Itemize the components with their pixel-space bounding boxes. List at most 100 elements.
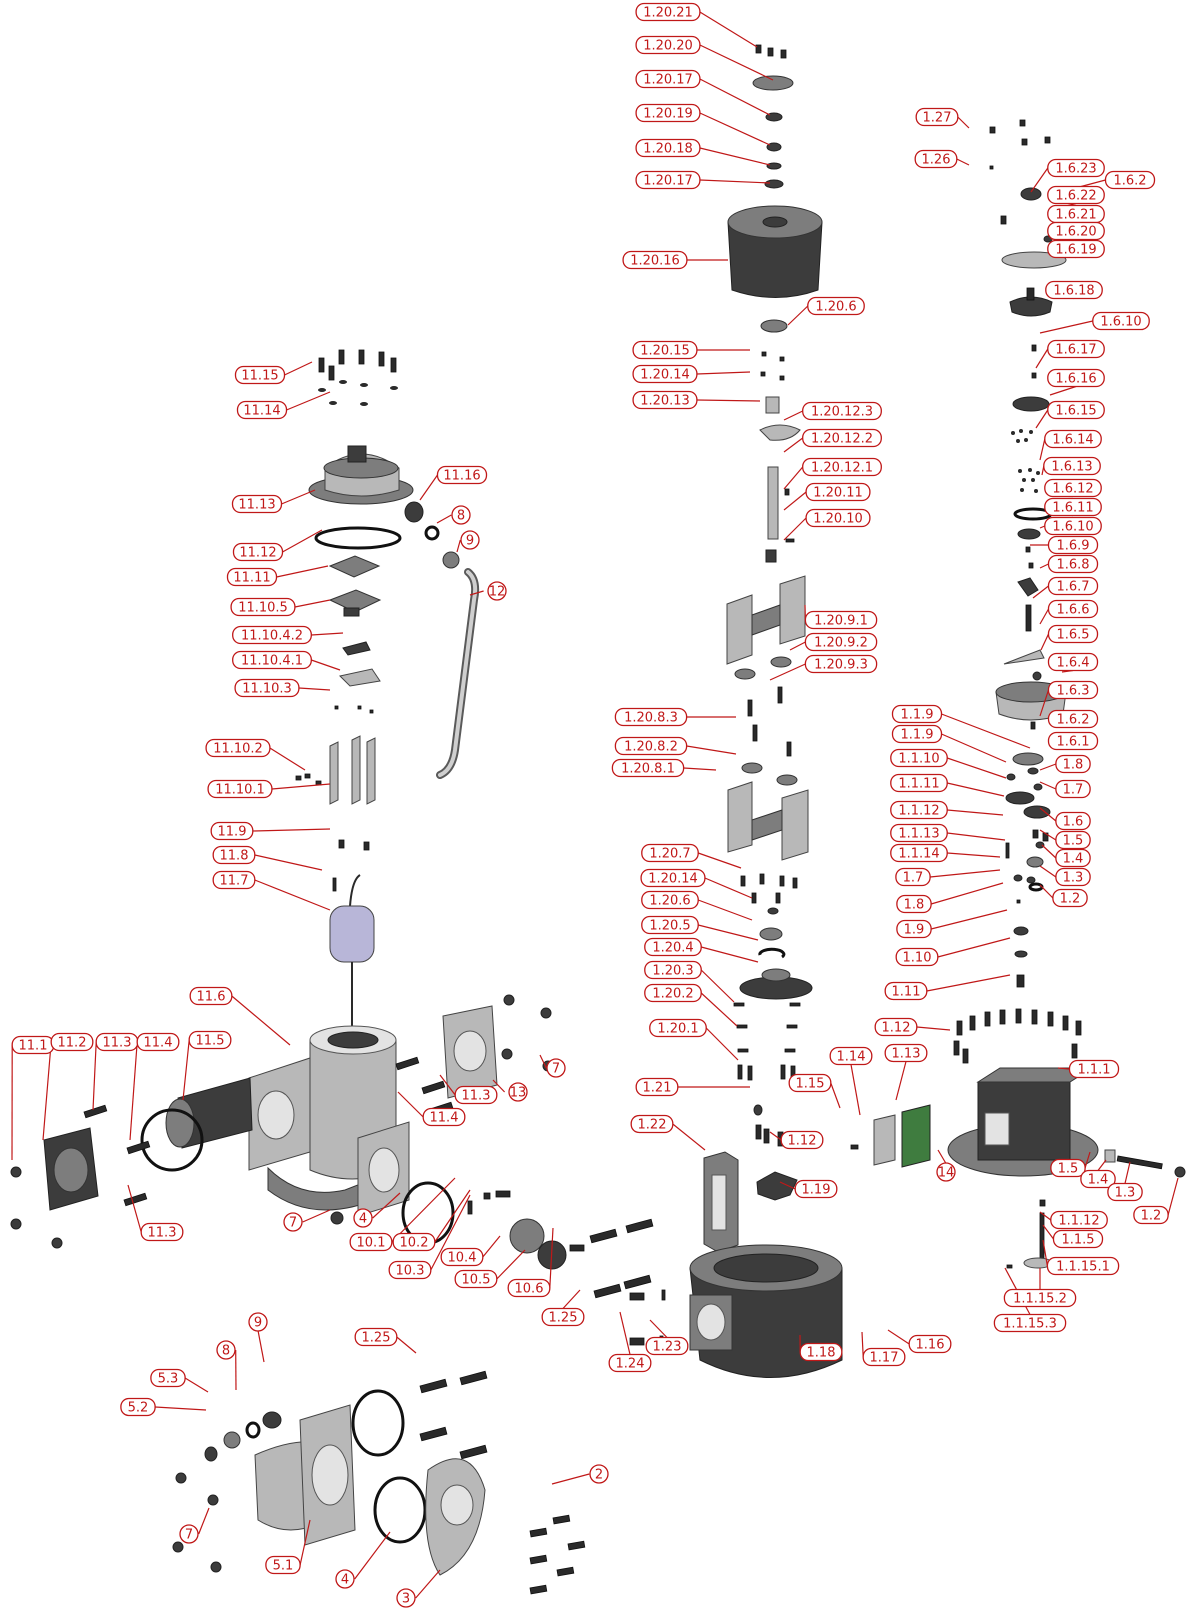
callout-11-1: 11.1 xyxy=(11,1035,55,1055)
callout-box xyxy=(915,107,959,127)
callout-box xyxy=(454,1269,498,1289)
callout-1-20-3: 1.20.3 xyxy=(644,960,702,980)
callout-box xyxy=(1047,709,1099,729)
leader-1-4-71 xyxy=(1041,844,1057,859)
callout-text: 1.7 xyxy=(903,871,924,886)
callout-box xyxy=(226,567,278,587)
callout-box xyxy=(231,494,283,514)
callout-text: 1.27 xyxy=(923,111,952,126)
leader-8-105 xyxy=(436,514,452,524)
callout-box xyxy=(645,1336,689,1356)
callout-text: 1.19 xyxy=(802,1183,831,1198)
callout-text: 1.20.19 xyxy=(643,107,693,122)
callout-text: 1.1.15.3 xyxy=(1003,1317,1057,1332)
callout-box xyxy=(644,937,702,957)
leader-1-20-10-15 xyxy=(783,517,807,541)
callout-11-16: 11.16 xyxy=(436,465,488,485)
callout-text: 13 xyxy=(510,1086,527,1101)
callout-1-20-7: 1.20.7 xyxy=(641,843,699,863)
callout-1-1-15-3: 1.1.15.3 xyxy=(993,1313,1067,1333)
leader-11-3-128 xyxy=(439,1074,456,1096)
callout-text: 1.20.17 xyxy=(643,174,693,189)
callout-text: 8 xyxy=(457,509,465,524)
callout-box xyxy=(1052,1229,1104,1249)
callout-1-11: 1.11 xyxy=(884,981,928,1001)
callout-8: 8 xyxy=(216,1340,236,1360)
callout-text: 1.3 xyxy=(1063,871,1084,886)
callout-box xyxy=(283,1212,303,1232)
callout-box xyxy=(1047,339,1105,359)
leader-1-1-12-90 xyxy=(1039,1211,1052,1221)
callout-text: 1.20.8.2 xyxy=(624,740,678,755)
callout-text: 1.6.9 xyxy=(1056,539,1089,554)
callout-1-20-9-1: 1.20.9.1 xyxy=(804,610,878,630)
leader-1-20-6-7 xyxy=(787,305,809,326)
callout-11-5: 11.5 xyxy=(188,1030,232,1050)
leader-1-20-8-2-20 xyxy=(686,745,737,755)
callout-box xyxy=(632,340,698,360)
callout-1-17: 1.17 xyxy=(862,1347,906,1367)
callout-box xyxy=(1050,1158,1086,1178)
callout-box xyxy=(1092,311,1150,331)
callout-box xyxy=(232,625,312,645)
callout-1-20-6: 1.20.6 xyxy=(807,296,865,316)
callout-1-6-22: 1.6.22 xyxy=(1047,185,1105,205)
callout-box xyxy=(788,1073,832,1093)
callout-1-15: 1.15 xyxy=(788,1073,832,1093)
leader-11-13-103 xyxy=(281,489,316,505)
callout-text: 2 xyxy=(595,1468,603,1483)
callout-text: 1.6.19 xyxy=(1055,243,1096,258)
callout-text: 1.20.21 xyxy=(643,6,693,21)
callout-text: 1.1.12 xyxy=(898,804,939,819)
callout-text: 1.6.21 xyxy=(1055,208,1096,223)
callout-text: 1.6.5 xyxy=(1056,628,1089,643)
callout-box xyxy=(640,868,706,888)
callout-box xyxy=(1043,456,1101,476)
callout-11-15: 11.15 xyxy=(234,365,286,385)
callout-text: 1.23 xyxy=(653,1340,682,1355)
callout-1-1-14: 1.1.14 xyxy=(890,843,948,863)
callout-1-6-16: 1.6.16 xyxy=(1047,368,1105,388)
leader-1-6-15-46 xyxy=(1035,409,1049,429)
callout-text: 1.20.9.2 xyxy=(814,636,868,651)
callout-text: 5.1 xyxy=(273,1559,294,1574)
callout-text: 1.20.17 xyxy=(643,73,693,88)
callout-box xyxy=(232,542,284,562)
callout-box xyxy=(234,678,300,698)
callout-11-4: 11.4 xyxy=(422,1107,466,1127)
leader-11-10-4-1-112 xyxy=(311,659,341,671)
leader-1-1-14-72 xyxy=(947,852,1001,858)
callout-box xyxy=(895,947,939,967)
callout-1-20-8-3: 1.20.8.3 xyxy=(614,707,688,727)
callout-box xyxy=(802,457,882,477)
callout-text: 1.18 xyxy=(807,1346,836,1361)
callout-11-10-4-2: 11.10.4.2 xyxy=(232,625,312,645)
callout-11-6: 11.6 xyxy=(189,986,233,1006)
callout-text: 1.20.2 xyxy=(652,987,693,1002)
callout-1-19: 1.19 xyxy=(794,1179,838,1199)
leader-1-20-4-26 xyxy=(701,946,759,963)
callout-text: 1.21 xyxy=(643,1081,672,1096)
callout-1-6-2: 1.6.2 xyxy=(1047,709,1099,729)
leader-1-3-88 xyxy=(1124,1161,1131,1184)
leader-11-10-5-110 xyxy=(294,599,331,608)
callout-labels: 1.20.211.20.201.20.171.20.191.20.181.20.… xyxy=(11,2,1169,1608)
callout-1-21: 1.21 xyxy=(635,1077,679,1097)
leader-13-125 xyxy=(492,1079,506,1093)
callout-text: 1.2 xyxy=(1060,892,1081,907)
callout-box xyxy=(804,654,878,674)
leader-1-1-9-61 xyxy=(941,713,1031,749)
callout-box xyxy=(388,1260,432,1280)
callout-text: 7 xyxy=(552,1062,560,1077)
leader-1-12-80 xyxy=(916,1026,951,1031)
callout-box xyxy=(1044,516,1102,536)
callout-1-20-15: 1.20.15 xyxy=(632,340,698,360)
callout-1-7: 1.7 xyxy=(895,867,931,887)
leader-11-4-127 xyxy=(397,1091,424,1118)
leader-1-24-99 xyxy=(619,1311,631,1355)
callout-1-20-8-1: 1.20.8.1 xyxy=(611,758,685,778)
callout-1-10: 1.10 xyxy=(895,947,939,967)
leader-1-20-1-29 xyxy=(705,1027,739,1061)
callout-box xyxy=(487,581,507,601)
callout-1-20-12-3: 1.20.12.3 xyxy=(802,401,882,421)
